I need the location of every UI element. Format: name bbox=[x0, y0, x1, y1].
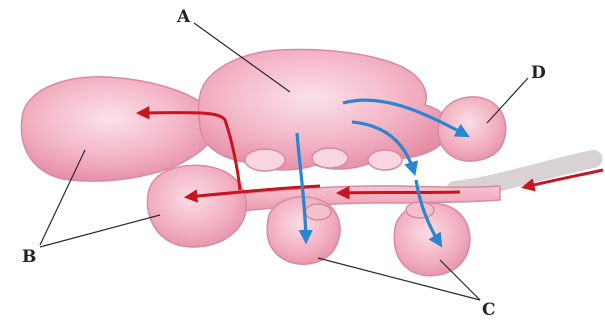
red-arrow-tube bbox=[340, 192, 460, 193]
lobe-b-lower bbox=[147, 165, 246, 247]
lobe-d bbox=[438, 97, 506, 161]
label-b: B bbox=[22, 247, 36, 267]
label-d: D bbox=[531, 63, 546, 83]
label-c: C bbox=[482, 300, 496, 320]
label-a: A bbox=[176, 7, 191, 27]
